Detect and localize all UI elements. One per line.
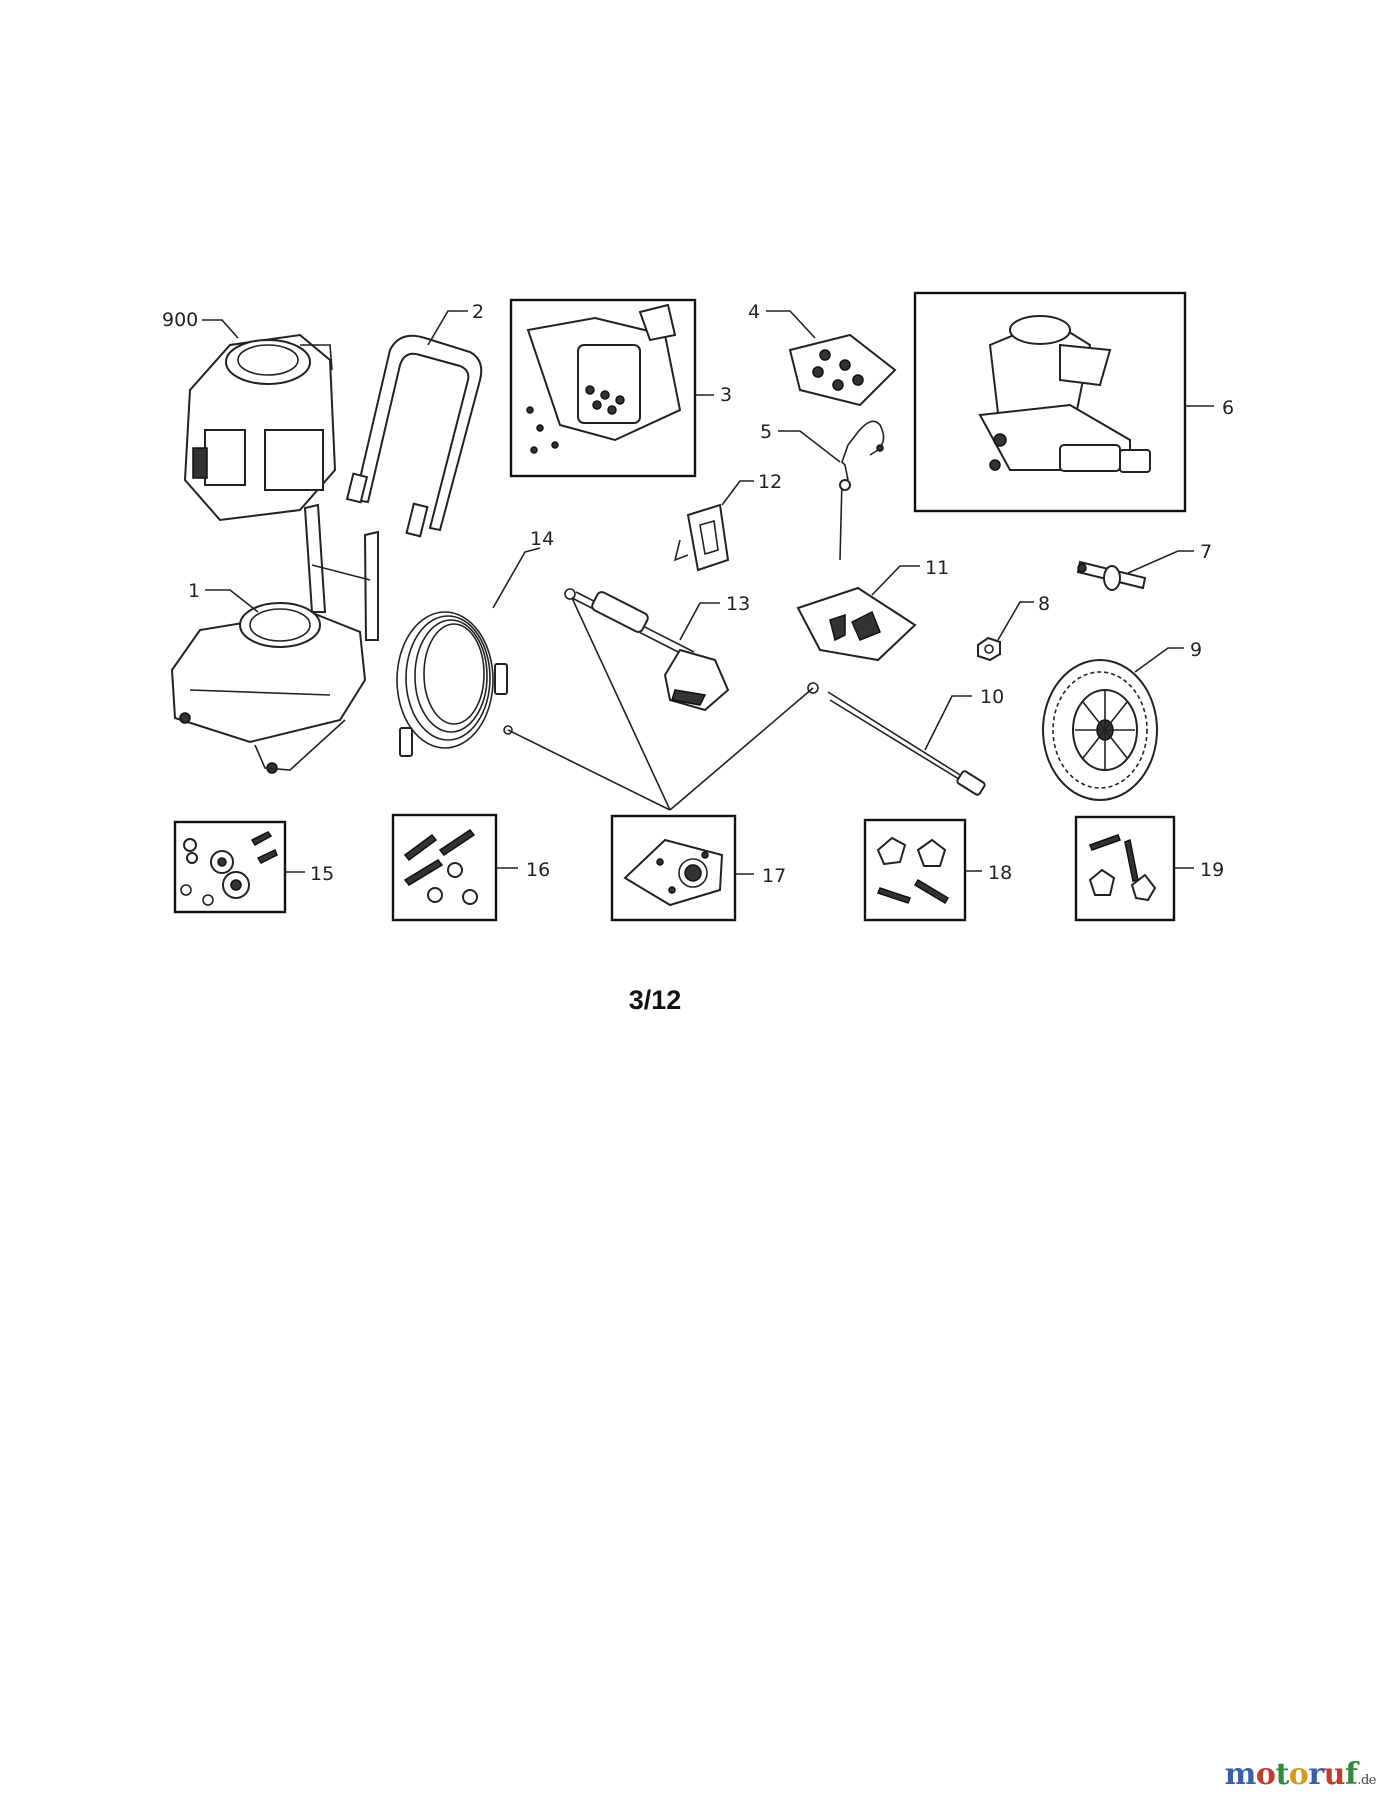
kit-part-16[interactable] xyxy=(403,828,478,905)
page-number: 3/12 xyxy=(628,985,682,1015)
callout-3: 3 xyxy=(720,384,732,406)
callout-15: 15 xyxy=(310,863,334,885)
holder-part-12[interactable] xyxy=(673,503,730,572)
callout-900: 900 xyxy=(162,309,198,331)
frame-part-1[interactable] xyxy=(170,503,379,774)
callout-6: 6 xyxy=(1222,397,1234,419)
callout-19: 19 xyxy=(1200,859,1224,881)
callout-12: 12 xyxy=(758,471,782,493)
engine-part-900[interactable] xyxy=(183,333,337,522)
callout-14: 14 xyxy=(530,528,554,550)
kit-part-17[interactable] xyxy=(623,838,724,907)
callout-8: 8 xyxy=(1038,593,1050,615)
kit-part-19[interactable] xyxy=(1088,834,1157,902)
watermark-logo: motoruf.de xyxy=(1224,1757,1377,1792)
nut-part-8[interactable] xyxy=(977,636,1001,662)
callout-9: 9 xyxy=(1190,639,1202,661)
wheel-part-9[interactable] xyxy=(1042,659,1158,801)
probe-part-5[interactable] xyxy=(839,420,885,561)
pump-part-6[interactable] xyxy=(978,315,1151,473)
hardware-bag-part-11[interactable] xyxy=(796,586,917,662)
callout-13: 13 xyxy=(726,593,750,615)
callout-11: 11 xyxy=(925,557,949,579)
handle-part-2[interactable] xyxy=(345,334,483,538)
axle-part-7[interactable] xyxy=(1076,560,1147,591)
part-6-box xyxy=(913,291,1187,513)
part-19-box xyxy=(1074,815,1176,922)
callout-17: 17 xyxy=(762,865,786,887)
callout-7: 7 xyxy=(1200,541,1212,563)
hose-part-14[interactable] xyxy=(396,611,513,757)
kit-part-15[interactable] xyxy=(180,831,278,906)
callout-1: 1 xyxy=(188,580,200,602)
part-17-box xyxy=(610,814,737,922)
callout-4: 4 xyxy=(748,301,760,323)
callout-5: 5 xyxy=(760,421,772,443)
wand-part-10[interactable] xyxy=(807,682,986,796)
callout-10: 10 xyxy=(980,686,1004,708)
spray-gun-part-13[interactable] xyxy=(564,588,730,712)
part-18-box xyxy=(863,818,967,922)
part-15-box xyxy=(173,820,287,914)
part-16-box xyxy=(391,813,498,922)
control-panel-part-3[interactable] xyxy=(526,303,682,454)
callout-16: 16 xyxy=(526,859,550,881)
callout-18: 18 xyxy=(988,862,1012,884)
part-3-box xyxy=(509,298,697,478)
callout-2: 2 xyxy=(472,301,484,323)
hardware-bag-part-4[interactable] xyxy=(788,333,897,407)
kit-part-18[interactable] xyxy=(876,836,950,905)
